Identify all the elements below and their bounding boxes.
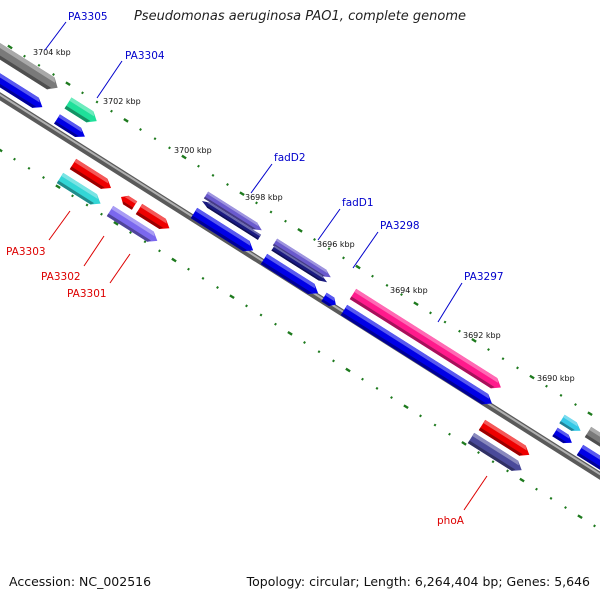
- leader-line: [437, 282, 463, 323]
- tick-row-inner: [0, 148, 596, 528]
- gene-label-pa3304[interactable]: PA3304: [125, 50, 165, 62]
- leader-line: [317, 208, 341, 241]
- genome-summary: Topology: circular; Length: 6,264,404 bp…: [246, 574, 590, 589]
- feature-arrow: [340, 304, 492, 405]
- leader-line: [463, 475, 488, 511]
- leader-line: [83, 235, 105, 267]
- feature-arrow: [467, 432, 522, 471]
- feature-arrow: [0, 43, 58, 90]
- ruler-labels: 3704 kbp 3702 kbp 3700 kbp 3698 kbp 3696 kbp…: [33, 48, 575, 383]
- feature-arrow: [121, 195, 138, 210]
- leader-lines: [44, 21, 488, 511]
- gene-label-fadd1[interactable]: fadD1: [342, 197, 374, 209]
- leader-line: [109, 253, 131, 284]
- ruler-label: 3700 kbp: [174, 146, 212, 155]
- map-title: Pseudomonas aeruginosa PAO1, complete ge…: [133, 9, 467, 24]
- feature-arrow: [552, 427, 572, 444]
- ruler-label: 3698 kbp: [245, 193, 283, 202]
- accession-text: Accession: NC_002516: [9, 574, 152, 589]
- gene-label-pa3297[interactable]: PA3297: [464, 271, 504, 283]
- gene-label-pa3305[interactable]: PA3305: [68, 11, 108, 23]
- ruler-label: 3696 kbp: [317, 240, 355, 249]
- feature-arrow: [190, 207, 254, 252]
- gene-label-phoa[interactable]: phoA: [437, 515, 465, 527]
- feature-arrow: [202, 201, 262, 240]
- ruler-label: 3694 kbp: [390, 286, 428, 295]
- feature-arrow: [64, 97, 97, 123]
- tick-marks: [0, 44, 596, 528]
- feature-arrow: [56, 172, 101, 205]
- gene-label-pa3303[interactable]: PA3303: [6, 246, 46, 258]
- leader-line: [48, 210, 71, 241]
- gene-label-pa3302[interactable]: PA3302: [41, 271, 81, 283]
- feature-arrow: [478, 419, 530, 456]
- leader-line: [352, 231, 379, 269]
- feature-arrow: [559, 414, 581, 431]
- feature-arrow: [271, 245, 328, 283]
- feature-arrow: [69, 158, 112, 189]
- feature-arrow: [260, 253, 319, 294]
- leader-line: [44, 21, 67, 51]
- feature-arrow: [584, 426, 600, 447]
- feature-arrow: [135, 203, 170, 230]
- feature-arrow: [349, 288, 501, 389]
- ruler-label: 3702 kbp: [103, 97, 141, 106]
- feature-arrow: [321, 292, 336, 307]
- gene-label-pa3301[interactable]: PA3301: [67, 288, 107, 300]
- feature-arrow: [106, 205, 158, 242]
- feature-arrow: [203, 191, 262, 231]
- feature-arrow: [0, 73, 43, 108]
- feature-arrow: [576, 444, 600, 470]
- tick-row-outer: [7, 44, 593, 417]
- ruler-label: 3692 kbp: [463, 331, 501, 340]
- gene-label-fadd2[interactable]: fadD2: [274, 152, 306, 164]
- feature-arrow: [54, 114, 85, 138]
- gene-label-pa3298[interactable]: PA3298: [380, 220, 420, 232]
- ruler-label: 3704 kbp: [33, 48, 71, 57]
- feature-arrow: [272, 238, 331, 278]
- features: [0, 43, 600, 471]
- ruler-label: 3690 kbp: [537, 374, 575, 383]
- leader-line: [250, 163, 273, 194]
- leader-line: [96, 60, 123, 99]
